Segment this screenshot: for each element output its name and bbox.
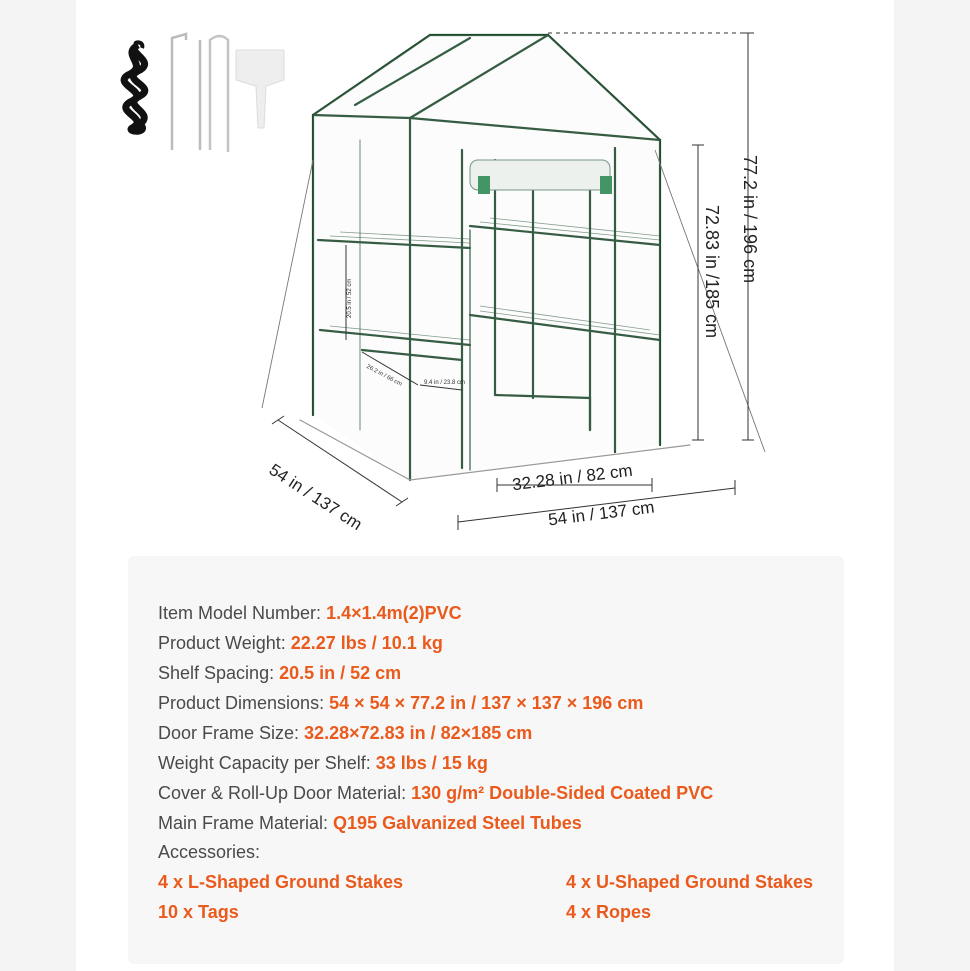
spec-row-door-frame: Door Frame Size: 32.28×72.83 in / 82×185… [158, 723, 533, 743]
spec-row-frame-material: Main Frame Material: Q195 Galvanized Ste… [158, 813, 582, 833]
dimension-lines [271, 32, 754, 530]
accessory-item: 4 x U-Shaped Ground Stakes [566, 872, 814, 892]
tag-icon [235, 49, 285, 129]
total-height-label: 77.2 in / 196 cm [740, 155, 760, 284]
spec-card: Item Model Number: 1.4×1.4m(2)PVC Produc… [128, 556, 844, 964]
greenhouse-frame [299, 33, 691, 482]
rope-icon [120, 40, 149, 135]
spec-row-dimensions: Product Dimensions: 54 × 54 × 77.2 in / … [158, 693, 644, 713]
shelf-spacing-label: 20.5 in / 52 cm [347, 278, 353, 318]
roll-up-door [469, 159, 612, 194]
accessories-heading: Accessories: [158, 842, 261, 862]
door-height-label: 72.83 in /185 cm [702, 205, 722, 339]
greenhouse-illustration [120, 32, 766, 530]
greenhouse-figure: 77.2 in / 196 cm 72.83 in /185 cm 32.28 … [120, 32, 766, 534]
accessory-item: 4 x L-Shaped Ground Stakes [158, 872, 404, 892]
spec-row-shelf-spacing: Shelf Spacing: 20.5 in / 52 cm [158, 663, 402, 683]
spec-row-cover-material: Cover & Roll-Up Door Material: 130 g/m² … [158, 783, 714, 803]
u-stake-icon [208, 34, 230, 152]
shelf-width-label: 9.4 in / 23.8 cm [424, 380, 466, 386]
accessory-item: 10 x Tags [158, 902, 239, 922]
l-stake-icon [170, 32, 202, 150]
spec-row-weight: Product Weight: 22.27 lbs / 10.1 kg [158, 633, 443, 653]
spec-row-model: Item Model Number: 1.4×1.4m(2)PVC [158, 603, 462, 623]
spec-row-capacity: Weight Capacity per Shelf: 33 lbs / 15 k… [158, 753, 488, 773]
accessory-item: 4 x Ropes [566, 902, 652, 922]
